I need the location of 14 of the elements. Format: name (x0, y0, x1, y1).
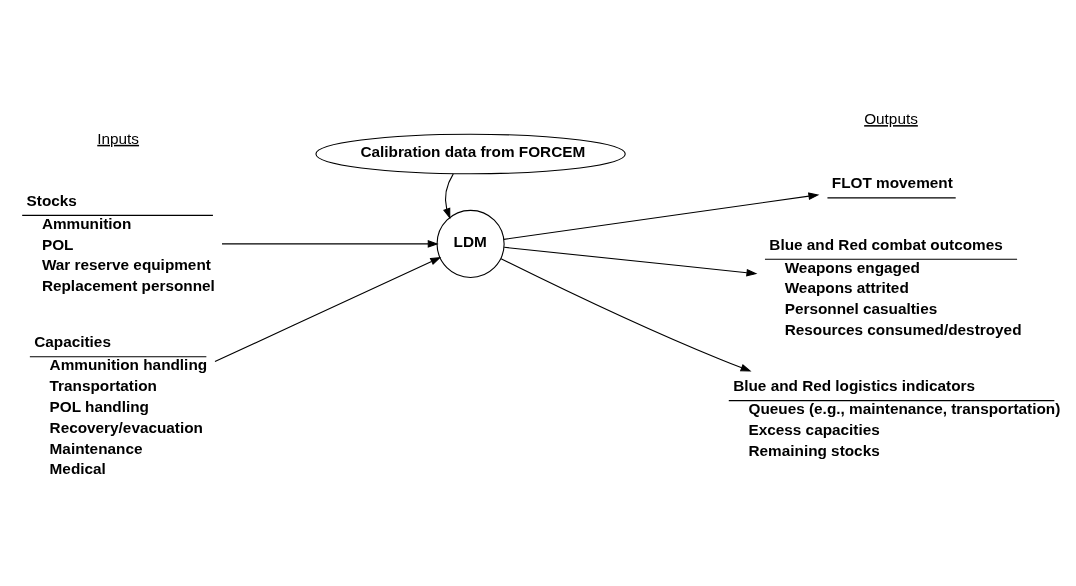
arrow (443, 172, 454, 219)
node-text: FLOT movement (831, 173, 953, 191)
arrow (500, 257, 752, 372)
arrow (503, 246, 758, 277)
node-text: Capacities Ammunition handling Transportation POL handling Recovery/evacuation Maintenance Medical (34, 332, 208, 477)
node-text: Stocks Ammunition POL War reserve equipment Replacement personnel (26, 191, 215, 294)
arrow (503, 191, 820, 240)
label: Outputs (864, 109, 918, 127)
arrow (214, 256, 442, 362)
node-text: Blue and Red combat outcomes Weapons engaged Weapons attrited Personnel casualties Resources consumed/destroyed (769, 235, 1022, 338)
arrow (221, 239, 439, 248)
node-ellipse: Calibration data from FORCEM (315, 133, 626, 174)
label: Inputs (97, 129, 140, 147)
node-text: Blue and Red logistics indicators Queues (e.g., maintenance, transportation) Excess capacities Remaining stocks (733, 376, 1061, 459)
